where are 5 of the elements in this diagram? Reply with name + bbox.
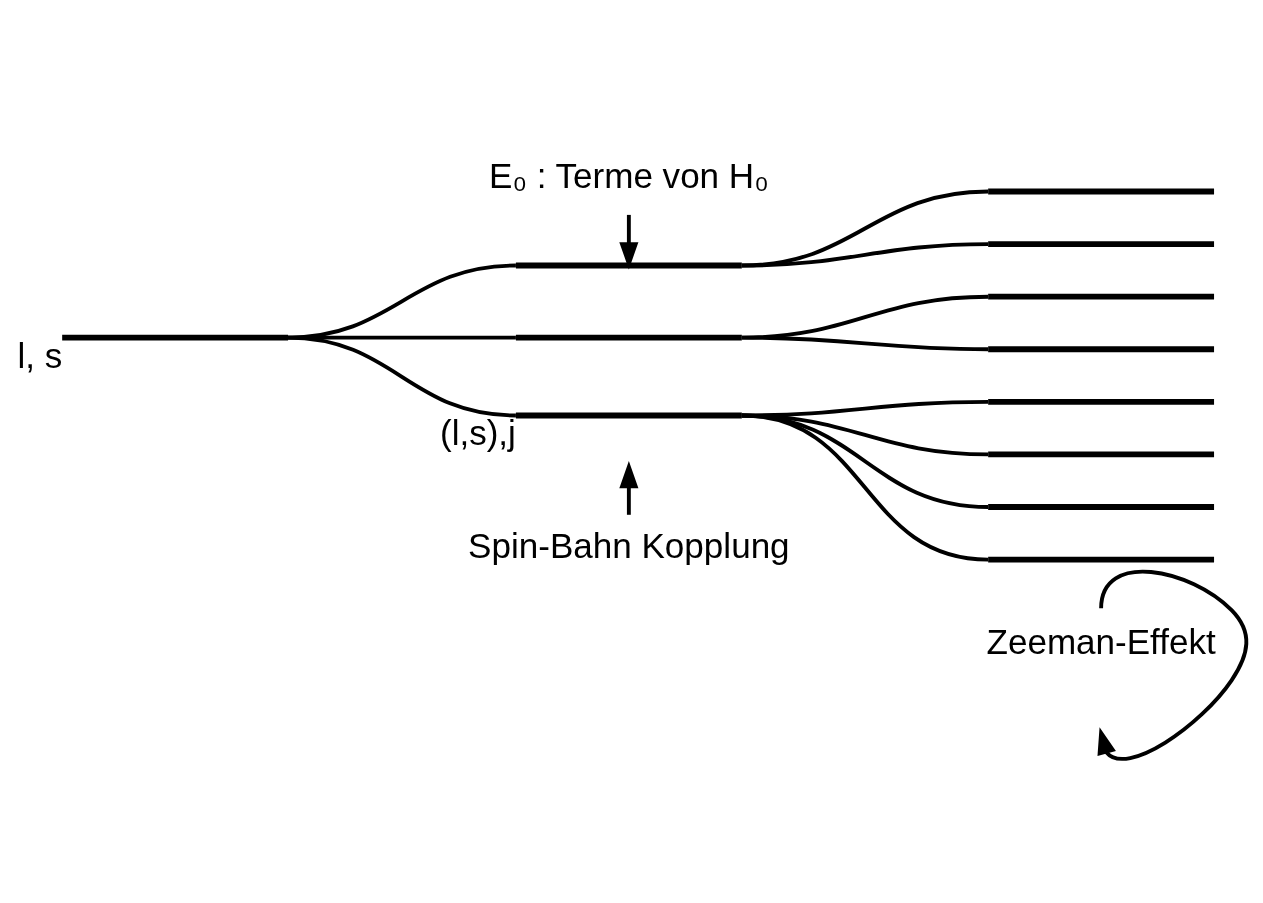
node-text: Zeeman-Effekt	[986, 621, 1216, 661]
node-text: E₀ : Terme von H₀	[489, 155, 769, 195]
node-label: (l,s),j	[439, 412, 516, 452]
node-label: l, s	[17, 335, 63, 375]
node-text: Spin-Bahn Kopplung	[468, 525, 790, 565]
